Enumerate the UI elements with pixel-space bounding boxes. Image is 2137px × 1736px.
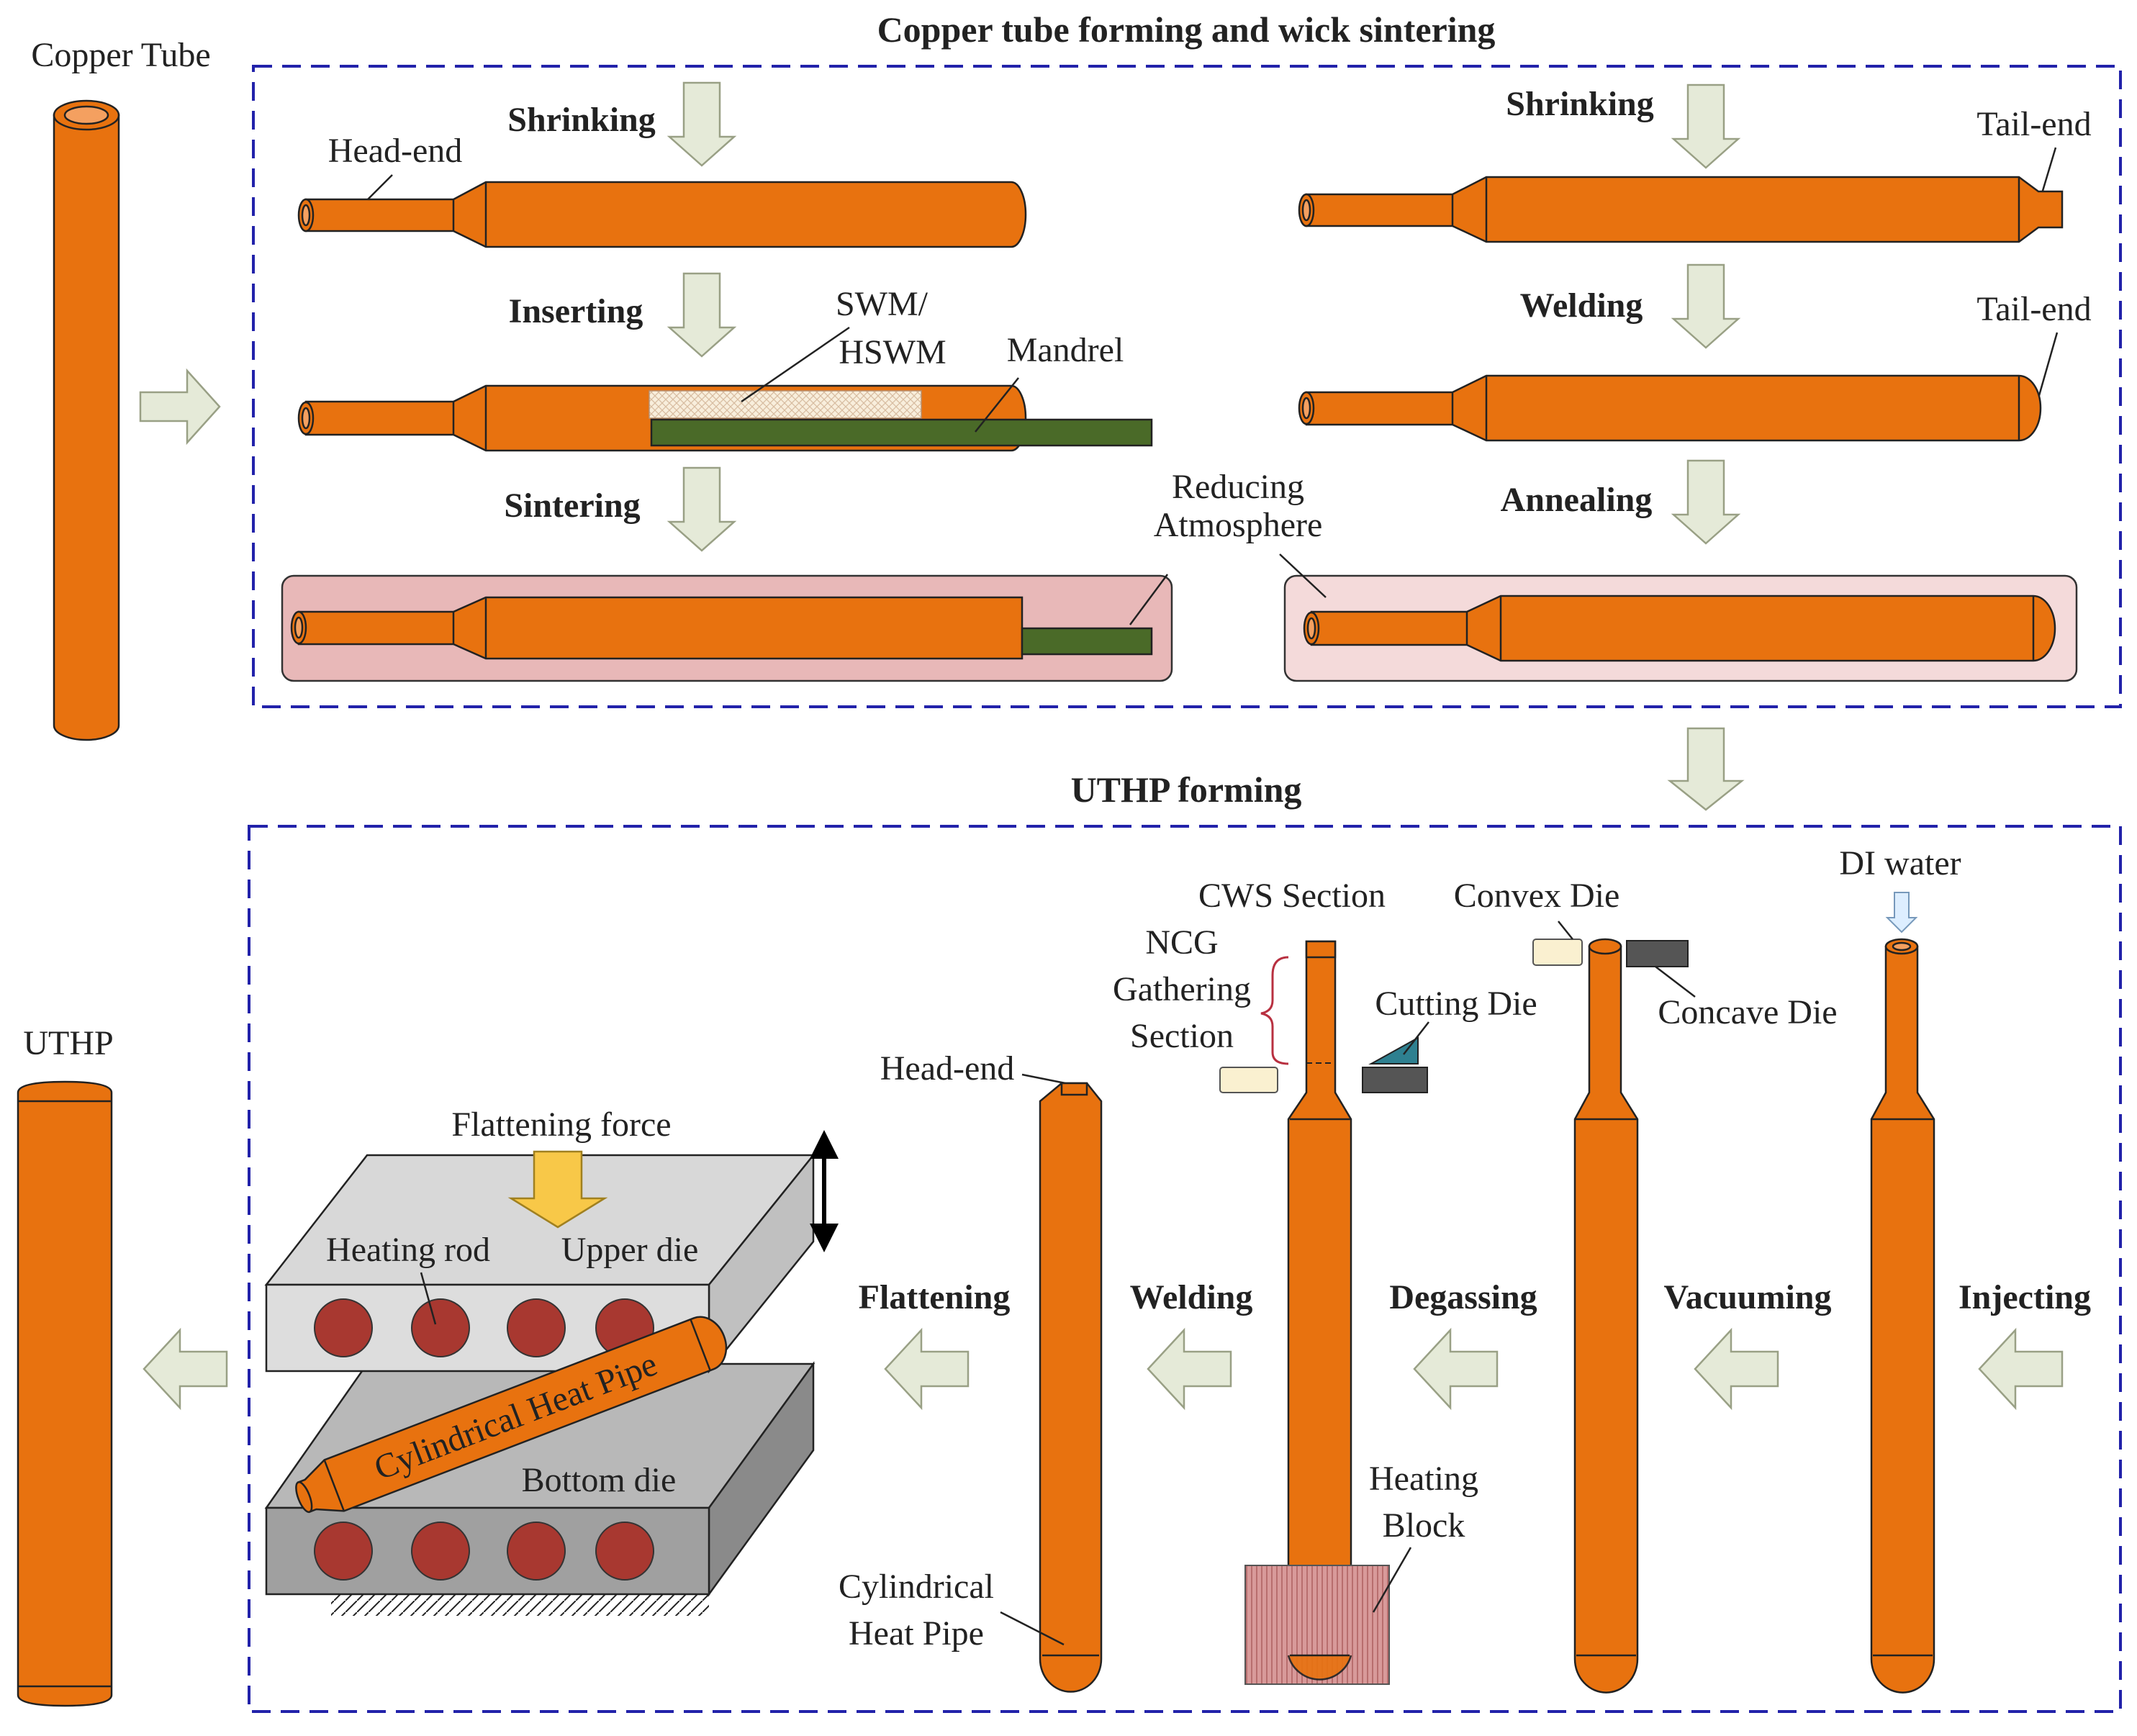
tail-end-label: Tail-end	[1976, 290, 2091, 328]
leader-line	[1021, 1073, 1066, 1085]
uthp-product	[17, 1080, 113, 1707]
leader-line	[1558, 921, 1573, 940]
convex-die-label: Convex Die	[1454, 877, 1620, 915]
step-flattening: Flattening	[859, 1278, 1011, 1316]
leader-line	[1279, 553, 1327, 598]
swm-label: SWM/	[836, 285, 929, 323]
leader-line	[420, 1272, 437, 1325]
reducing-label: Reducing	[1172, 468, 1304, 506]
tube-shrunk-head	[297, 181, 1027, 248]
step-welding-bottom: Welding	[1130, 1278, 1253, 1316]
step-welding-top: Welding	[1520, 286, 1643, 325]
left-arrow	[1694, 1327, 1779, 1411]
head-end-label: Head-end	[328, 132, 463, 170]
concave-die-label: Concave Die	[1658, 993, 1837, 1031]
left-arrow	[143, 1327, 228, 1411]
step-sintering: Sintering	[504, 487, 640, 525]
top-section-frame	[252, 65, 2122, 708]
leader-line	[2039, 147, 2057, 199]
step-annealing: Annealing	[1501, 481, 1653, 519]
bottom-section-title: UTHP forming	[1071, 769, 1302, 810]
tube-with-mesh-and-mandrel	[297, 384, 1153, 452]
bottom-die-label: Bottom die	[522, 1461, 677, 1499]
down-arrow	[667, 272, 737, 358]
convex-die-piece	[1532, 939, 1583, 966]
concave-die-piece	[1626, 940, 1689, 967]
step-vacuuming: Vacuuming	[1664, 1278, 1832, 1316]
right-arrow	[139, 368, 221, 446]
di-water-arrow	[1885, 892, 1918, 933]
leader-line	[2036, 332, 2059, 404]
flattening-force-label: Flattening force	[451, 1106, 671, 1144]
left-arrow	[1147, 1327, 1232, 1411]
cutting-die-base	[1362, 1067, 1428, 1093]
uthp-label: UTHP	[23, 1024, 113, 1062]
ncg-label: NCG	[1145, 923, 1218, 962]
tube-annealing	[1303, 595, 2056, 662]
hswm-label: HSWM	[839, 333, 946, 371]
cutting-die-label: Cutting Die	[1375, 985, 1537, 1023]
cws-section-label: CWS Section	[1198, 877, 1386, 915]
convex-die-piece	[1219, 1067, 1278, 1093]
copper-tube-label: Copper Tube	[31, 36, 210, 74]
leader-line	[1655, 966, 1696, 998]
step-degassing: Degassing	[1389, 1278, 1537, 1316]
leader-line	[975, 377, 1019, 433]
leader-line	[1000, 1611, 1065, 1646]
degassing-tube-bottom-cap	[1287, 1655, 1352, 1681]
leader-line	[1372, 1547, 1412, 1613]
tail-end-label: Tail-end	[1976, 105, 2091, 143]
down-arrow	[1671, 83, 1741, 169]
mandrel-label: Mandrel	[1007, 331, 1124, 369]
ground-hatch	[331, 1594, 709, 1616]
left-arrow	[1413, 1327, 1499, 1411]
cylindrical-heat-pipe	[1039, 1082, 1103, 1693]
vacuuming-tube	[1573, 938, 1639, 1694]
down-arrow	[667, 81, 737, 167]
step-inserting: Inserting	[509, 292, 643, 330]
leader-line	[1129, 574, 1169, 625]
down-arrow	[1671, 263, 1741, 349]
mandrel-rod	[650, 418, 1153, 447]
left-arrow	[1978, 1327, 2064, 1411]
top-section-title: Copper tube forming and wick sintering	[877, 9, 1496, 50]
upper-die-label: Upper die	[561, 1231, 699, 1269]
leader-line	[741, 326, 850, 403]
heat-pipe-label: Heat Pipe	[849, 1614, 984, 1653]
cylindrical-label: Cylindrical	[839, 1568, 994, 1606]
cutting-die-blade	[1368, 1036, 1419, 1064]
heating-label: Heating	[1369, 1460, 1478, 1498]
step-shrinking-right: Shrinking	[1506, 85, 1653, 123]
step-shrinking-left: Shrinking	[507, 101, 655, 139]
copper-tube	[53, 99, 120, 741]
tube-shrunk-tail	[1298, 176, 2064, 243]
di-water-label: DI water	[1839, 844, 1961, 882]
double-arrow-icon	[810, 1130, 839, 1252]
gathering-label: Gathering	[1113, 970, 1251, 1008]
ncg-bracket	[1260, 956, 1289, 1065]
left-arrow	[884, 1327, 970, 1411]
wick-mesh	[649, 390, 922, 419]
tube-sintering	[290, 596, 1153, 660]
down-arrow	[667, 466, 737, 552]
tube-welded-tail	[1298, 374, 2042, 442]
section-label: Section	[1130, 1017, 1234, 1055]
leader-line	[1403, 1021, 1429, 1055]
step-injecting: Injecting	[1958, 1278, 2091, 1316]
down-arrow	[1671, 459, 1741, 545]
down-arrow	[1667, 727, 1745, 811]
head-end-label-bottom: Head-end	[880, 1049, 1015, 1088]
block-label: Block	[1383, 1506, 1465, 1545]
heating-rod-label: Heating rod	[326, 1231, 490, 1269]
bottom-section-frame	[248, 825, 2122, 1713]
mandrel-rod	[1021, 627, 1153, 656]
atmosphere-label: Atmosphere	[1154, 506, 1323, 544]
flattening-force-arrow	[507, 1150, 608, 1229]
injecting-tube	[1870, 938, 1935, 1694]
